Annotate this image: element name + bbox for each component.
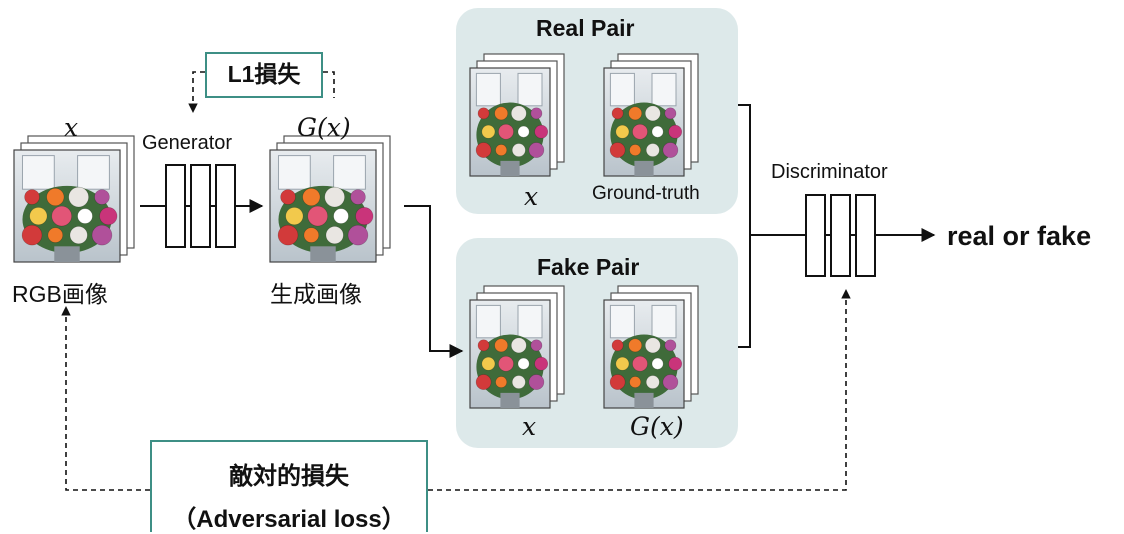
adversarial-loss-title: 敵対的損失 — [229, 463, 349, 490]
real-pair-input-stack — [469, 53, 565, 177]
output-to-fake-pair-arrow — [404, 205, 464, 358]
input-image-stack — [13, 135, 135, 263]
output-image-stack — [269, 135, 391, 263]
generator-label: Generator — [142, 132, 233, 154]
generator-block — [165, 164, 236, 248]
discriminator-label: Discriminator — [771, 161, 888, 183]
adversarial-to-discriminator-dashed-arrow — [428, 289, 851, 491]
adversarial-to-input-dashed-arrow — [61, 306, 150, 491]
adversarial-loss-subtitle: （Adversarial loss） — [172, 506, 406, 533]
input-caption: RGB画像 — [12, 281, 108, 307]
l1-loss-dashed-link — [323, 71, 335, 98]
l1-loss-dashed-arrow — [188, 71, 205, 113]
pairs-bracket — [738, 104, 751, 348]
fake-pair-generated-stack — [603, 285, 699, 409]
fake-pair-right-caption: G(x) — [630, 412, 684, 441]
real-pair-left-caption: x — [524, 182, 539, 211]
real-pair-ground-truth-stack — [603, 53, 699, 177]
diagram-wires — [13, 53, 936, 491]
output-caption: 生成画像 — [270, 281, 362, 307]
output-symbol: G(x) — [297, 113, 351, 142]
l1-loss-box: L1損失 — [205, 52, 323, 98]
fake-pair-input-stack — [469, 285, 565, 409]
fake-pair-title: Fake Pair — [537, 254, 640, 280]
real-pair-right-caption: Ground-truth — [592, 183, 700, 204]
l1-loss-label: L1損失 — [227, 61, 301, 87]
discriminator-block — [805, 194, 876, 277]
result-label: real or fake — [947, 221, 1092, 251]
input-symbol: x — [64, 113, 79, 142]
real-pair-title: Real Pair — [536, 15, 635, 41]
adversarial-loss-box: 敵対的損失 （Adversarial loss） — [150, 440, 428, 533]
fake-pair-left-caption: x — [522, 412, 537, 441]
